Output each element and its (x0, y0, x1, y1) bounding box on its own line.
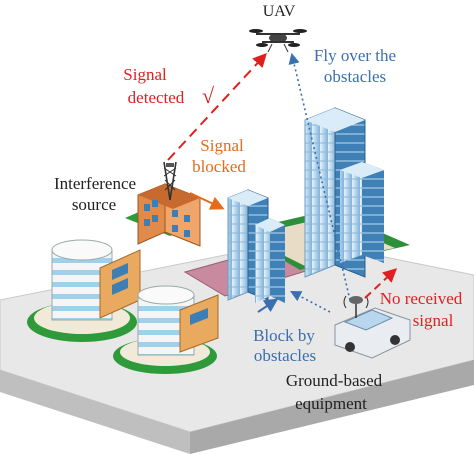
white-building-left (27, 239, 141, 342)
check-mark: √ (202, 83, 215, 108)
signal-detected-label-line2: detected (128, 88, 185, 107)
block-by-arrow (257, 290, 331, 313)
signal-detected-label-line1: Signal (123, 65, 167, 84)
no-received-label-line2: signal (413, 311, 454, 330)
ground-label-line2: equipment (295, 394, 367, 413)
signal-blocked-label-line1: Signal (200, 136, 244, 155)
fly-over-label-line2: obstacles (324, 67, 386, 86)
interference-label-line1: Interference (54, 174, 136, 193)
antenna-tower-icon (163, 161, 177, 201)
uav-label: UAV (263, 3, 296, 20)
fly-over-label-line1: Fly over the (314, 46, 396, 65)
no-received-label-line1: No received (380, 289, 463, 308)
interference-label-line2: source (72, 195, 116, 214)
fly-over-arrow (288, 52, 351, 301)
white-building-right (113, 285, 219, 374)
ground-label-line1: Ground-based (286, 371, 383, 390)
signal-blocked-label-line2: blocked (192, 157, 246, 176)
satellite-dish-icon (343, 295, 369, 318)
signal-blocked-arrow (189, 192, 225, 210)
signal-detected-arrow (167, 52, 267, 161)
skyscraper-middle (227, 189, 285, 303)
interference-building (125, 183, 201, 247)
no-signal-arrow (364, 268, 398, 299)
uav-icon (249, 29, 307, 53)
block-by-label-line2: obstacles (254, 346, 316, 365)
vehicle-icon (334, 307, 411, 359)
block-by-label-line1: Block by (253, 326, 315, 345)
skyscraper-tall (304, 107, 384, 278)
